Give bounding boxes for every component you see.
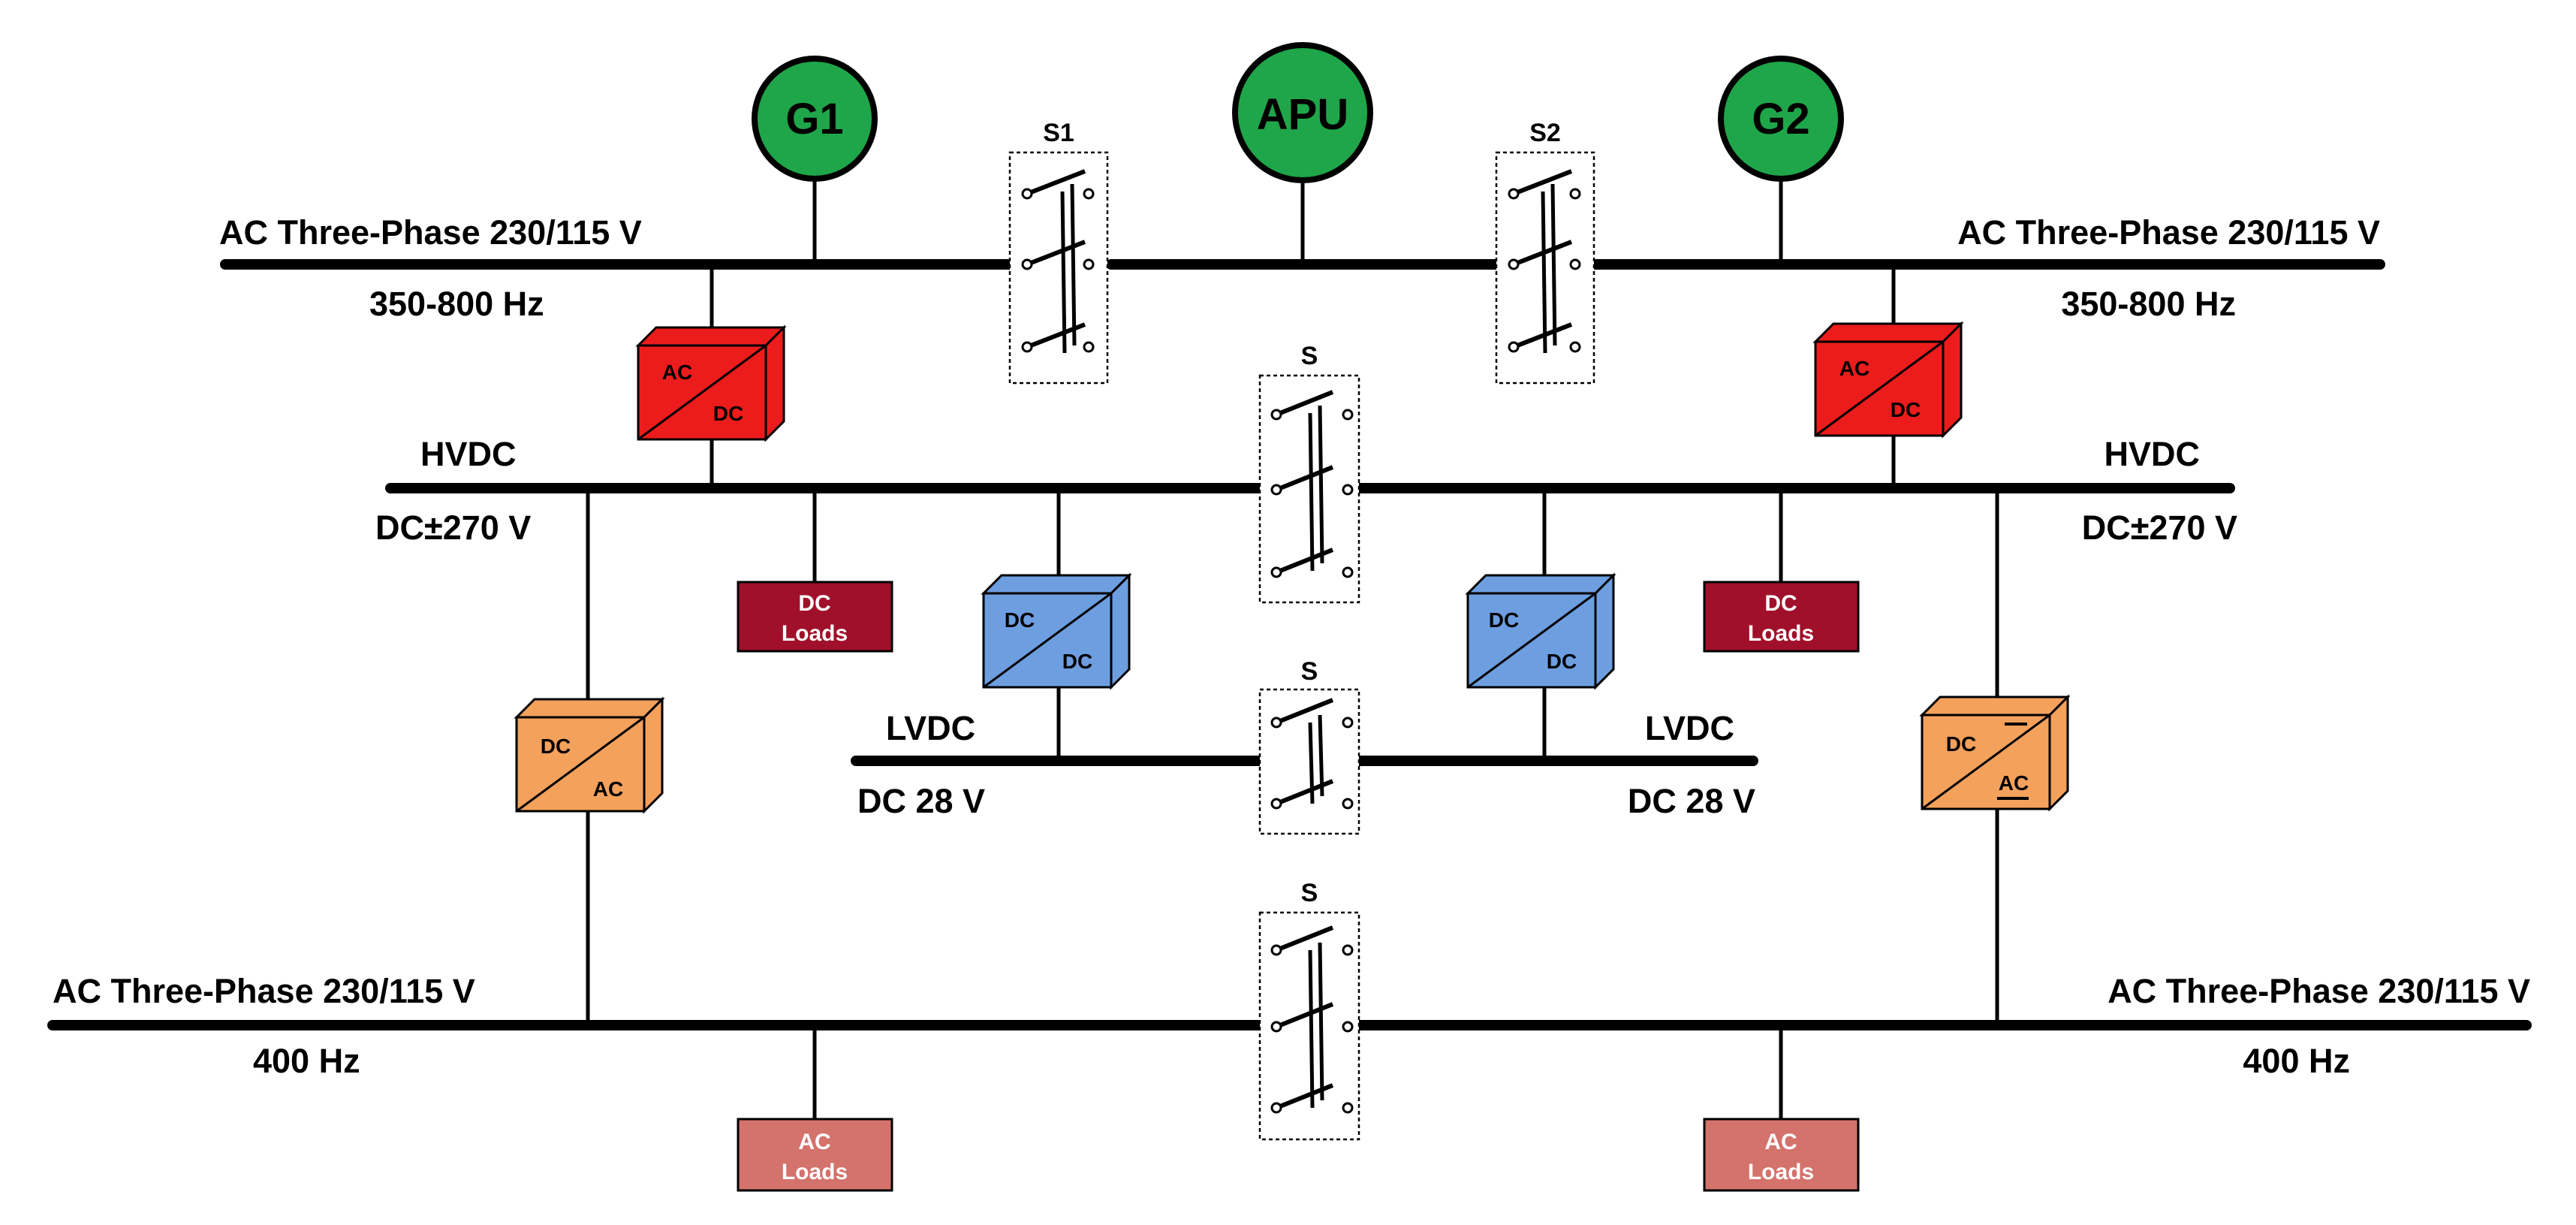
- hvdc-left-name: HVDC: [420, 435, 517, 473]
- generator-g1-label: G1: [785, 95, 843, 143]
- switch-hvdc: S: [1258, 342, 1360, 604]
- load-ac-left-line2: Loads: [782, 1160, 848, 1184]
- hvdc-right-name: HVDC: [2104, 435, 2200, 473]
- converter-dcac-right-output: AC: [1999, 771, 2029, 795]
- ac-top-left-freq: 350-800 Hz: [369, 285, 544, 323]
- load-ac-right: AC Loads: [1703, 1118, 1860, 1192]
- lvdc-right-name: LVDC: [1645, 709, 1734, 747]
- switch-lvdc: S: [1258, 657, 1360, 835]
- buses: [47, 259, 2532, 1030]
- ac-top-right-freq: 350-800 Hz: [2061, 285, 2236, 323]
- converter-acdc-right-input: AC: [1839, 357, 1869, 380]
- ac-top-left-name: AC Three-Phase 230/115 V: [219, 213, 642, 252]
- converter-acdc-right: AC DC: [1812, 321, 1964, 439]
- switch-hvdc-label: S: [1301, 342, 1318, 370]
- load-ac-right-line2: Loads: [1748, 1160, 1814, 1184]
- converter-acdc-left: AC DC: [635, 324, 787, 442]
- load-dc-left-line2: Loads: [782, 621, 848, 646]
- ac-bottom-left-name: AC Three-Phase 230/115 V: [53, 972, 475, 1010]
- lvdc-left-name: LVDC: [886, 709, 975, 747]
- generator-g2-circle: [1718, 56, 1844, 182]
- load-dc-right-line1: DC: [1764, 591, 1797, 616]
- switch-s2: S2: [1495, 119, 1595, 385]
- ac-bottom-left-freq: 400 Hz: [253, 1042, 360, 1080]
- switch-s1: S1: [1008, 119, 1109, 385]
- converter-acdc-right-output: DC: [1891, 398, 1921, 421]
- converter-dcac-right: DC AC: [1919, 694, 2071, 812]
- generator-g2-label: G2: [1752, 95, 1809, 143]
- generator-g2: G2: [1718, 56, 1844, 182]
- bus-labels: AC Three-Phase 230/115 V 350-800 Hz AC T…: [53, 213, 2530, 1080]
- generator-apu-circle: [1232, 42, 1373, 183]
- converter-dcdc-right-output: DC: [1547, 650, 1577, 673]
- hvdc-right-voltage: DC±270 V: [2082, 508, 2237, 547]
- generator-g1: G1: [752, 56, 878, 182]
- switch-s1-label: S1: [1043, 119, 1074, 147]
- load-dc-right-line2: Loads: [1748, 621, 1814, 646]
- converter-acdc-left-output: DC: [713, 402, 743, 425]
- load-ac-right-line1: AC: [1764, 1130, 1797, 1154]
- load-dc-left: DC Loads: [737, 581, 893, 653]
- generator-apu: APU: [1232, 42, 1373, 183]
- lvdc-right-voltage: DC 28 V: [1628, 782, 1755, 820]
- load-dc-right: DC Loads: [1703, 581, 1860, 653]
- converter-dcdc-left-input: DC: [1005, 608, 1035, 632]
- load-dc-left-line1: DC: [798, 591, 830, 616]
- converter-dcac-left: DC AC: [514, 696, 665, 814]
- switch-ac-bottom: S: [1258, 879, 1360, 1141]
- ac-top-right-name: AC Three-Phase 230/115 V: [1957, 213, 2380, 252]
- converter-dcdc-right-input: DC: [1489, 608, 1519, 632]
- lvdc-left-voltage: DC 28 V: [857, 782, 985, 820]
- hvdc-left-voltage: DC±270 V: [375, 508, 531, 547]
- load-ac-left-line1: AC: [798, 1130, 830, 1154]
- converter-acdc-left-input: AC: [662, 361, 692, 384]
- converter-dcac-left-input: DC: [541, 735, 571, 758]
- generator-g1-circle: [752, 56, 878, 182]
- converter-dcac-right-input: DC: [1946, 732, 1976, 756]
- switch-lvdc-label: S: [1301, 657, 1318, 686]
- generator-apu-label: APU: [1257, 90, 1348, 139]
- ac-bottom-right-freq: 400 Hz: [2243, 1042, 2350, 1080]
- converter-dcdc-left-output: DC: [1062, 650, 1092, 673]
- load-ac-left: AC Loads: [737, 1118, 893, 1192]
- converter-dcac-left-output: AC: [593, 777, 623, 801]
- ac-bottom-right-name: AC Three-Phase 230/115 V: [2107, 972, 2530, 1010]
- switch-ac-bottom-label: S: [1301, 879, 1318, 907]
- converter-dcdc-left: DC DC: [981, 572, 1132, 690]
- converter-dcdc-right: DC DC: [1465, 572, 1616, 690]
- switch-s2-label: S2: [1529, 119, 1561, 147]
